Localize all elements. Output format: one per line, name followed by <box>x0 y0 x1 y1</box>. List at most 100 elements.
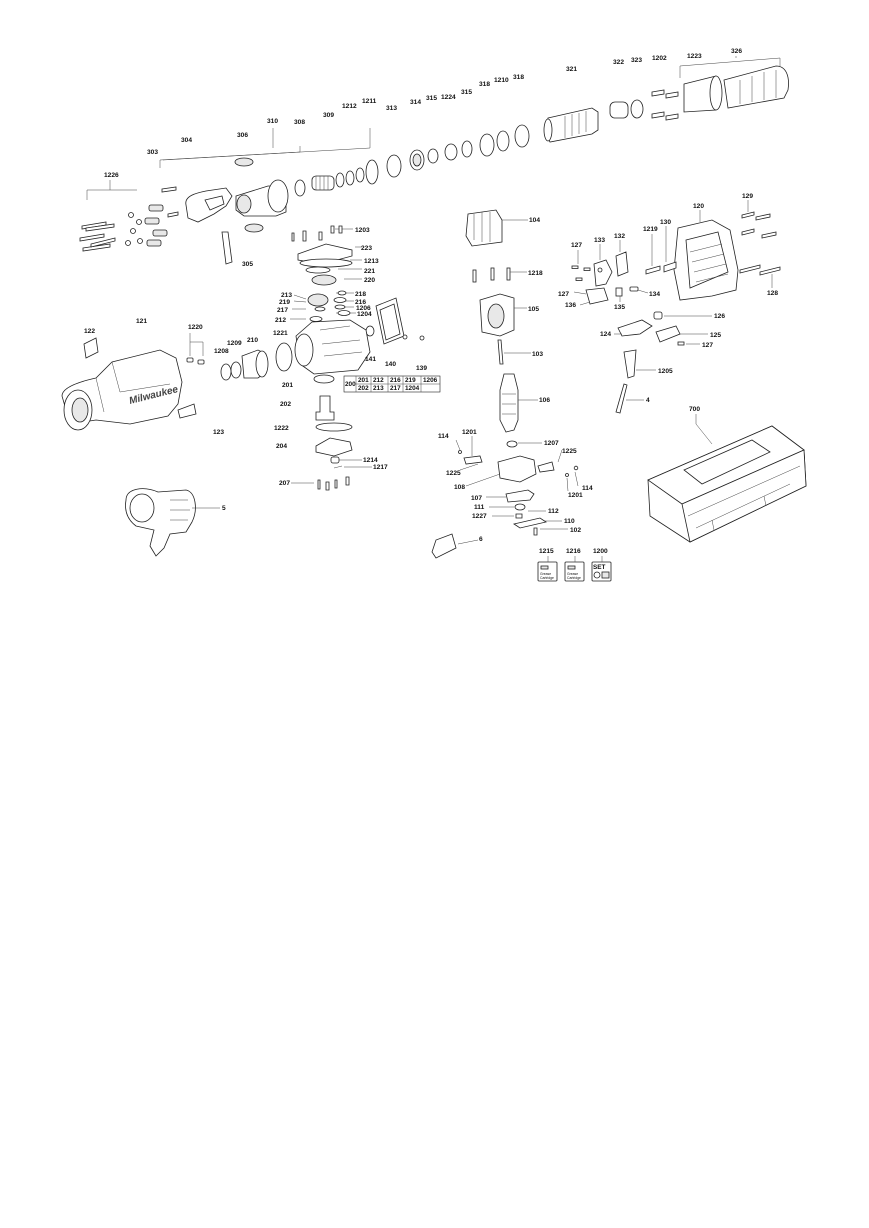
callout-313: 313 <box>386 105 397 112</box>
callout-107: 107 <box>471 495 482 502</box>
part-305 <box>221 231 233 265</box>
part-106 <box>499 373 519 433</box>
front-housing: Milwaukee <box>61 333 220 557</box>
part-1224 <box>444 143 458 161</box>
part-124 <box>617 319 653 337</box>
callout-1221: 1221 <box>273 330 288 337</box>
callout-309: 309 <box>323 112 334 119</box>
callout-323: 323 <box>631 57 642 64</box>
part-103 <box>497 339 504 365</box>
kit-cell: 1204 <box>405 385 420 392</box>
callout-104: 104 <box>529 217 540 224</box>
callout-134: 134 <box>649 291 660 298</box>
motor-assembly <box>431 209 579 559</box>
callout-202: 202 <box>280 401 291 408</box>
callout-322: 322 <box>613 59 624 66</box>
part-gear-housing <box>295 319 371 375</box>
callout-1201a: 1201 <box>462 429 477 436</box>
part-322 <box>609 101 629 119</box>
callout-114a: 114 <box>438 433 449 440</box>
callout-314: 314 <box>410 99 421 106</box>
part-6 <box>431 533 457 559</box>
callout-114b: 114 <box>582 485 593 492</box>
callout-308: 308 <box>294 119 305 126</box>
kit-cell: 212 <box>373 377 384 384</box>
part-1210 <box>496 130 510 152</box>
part-308 <box>294 179 306 197</box>
callout-120: 120 <box>693 203 704 210</box>
part-309 <box>311 175 335 191</box>
callout-1210: 1210 <box>494 77 509 84</box>
callout-141: 141 <box>365 356 376 363</box>
part-132 <box>615 251 629 277</box>
part-1207 <box>506 440 518 448</box>
kit-cell: 202 <box>358 385 369 392</box>
part-130 <box>663 261 677 273</box>
callout-318b: 318 <box>513 74 524 81</box>
part-1222 <box>315 422 353 432</box>
part-313 <box>386 154 402 178</box>
grease-label-1b: Cartridge <box>540 576 554 580</box>
part-220 <box>311 274 337 286</box>
part-204 <box>315 437 353 457</box>
callout-1209: 1209 <box>227 340 242 347</box>
part-202 <box>315 395 335 421</box>
callout-1226: 1226 <box>104 172 119 179</box>
callout-136: 136 <box>565 302 576 309</box>
grease-kits: Grease Cartridge Grease Cartridge SET <box>537 556 612 582</box>
part-315b <box>461 140 473 158</box>
callout-210: 210 <box>247 337 258 344</box>
part-125 <box>655 325 681 343</box>
callout-127a: 127 <box>571 242 582 249</box>
callout-306: 306 <box>237 132 248 139</box>
set-label: SET <box>593 564 606 571</box>
kit-cell: 201 <box>358 377 369 384</box>
part-201 <box>313 374 335 384</box>
callout-108: 108 <box>454 484 465 491</box>
kit-cell: 1206 <box>423 377 438 384</box>
callout-1222: 1222 <box>274 425 289 432</box>
part-4 <box>615 383 628 414</box>
callout-122: 122 <box>84 328 95 335</box>
callout-124: 124 <box>600 331 611 338</box>
part-108 <box>497 455 537 483</box>
callout-201: 201 <box>282 382 293 389</box>
callout-127c: 127 <box>702 342 713 349</box>
callout-321: 321 <box>566 66 577 73</box>
grease-label-1: Grease <box>540 572 551 576</box>
callout-305: 305 <box>242 261 253 268</box>
kit-cell: 213 <box>373 385 384 392</box>
callout-1227: 1227 <box>472 513 487 520</box>
callout-207: 207 <box>279 480 290 487</box>
callout-1200: 1200 <box>593 548 608 555</box>
callout-1219: 1219 <box>643 226 658 233</box>
callout-103: 103 <box>532 351 543 358</box>
part-1202a <box>651 89 665 97</box>
kit-table-200: 200 201 212 216 219 1206 202 213 217 120… <box>343 375 441 393</box>
callout-326: 326 <box>731 48 742 55</box>
part-315a <box>427 148 439 164</box>
callout-140: 140 <box>385 361 396 368</box>
callout-221: 221 <box>364 268 375 275</box>
part-306 <box>234 157 254 167</box>
carry-case-700 <box>647 414 807 543</box>
part-1205 <box>623 349 637 379</box>
callout-700: 700 <box>689 406 700 413</box>
callout-1216: 1216 <box>566 548 581 555</box>
callout-315b: 315 <box>461 89 472 96</box>
callout-110: 110 <box>564 518 575 525</box>
callout-315a: 315 <box>426 95 437 102</box>
part-321 <box>544 107 599 143</box>
callout-213: 213 <box>281 292 292 299</box>
callout-labels: 310 308 309 1212 1211 313 314 315 1224 3… <box>84 48 778 555</box>
callout-1205: 1205 <box>658 368 673 375</box>
callout-1214: 1214 <box>363 457 378 464</box>
callout-1225b: 1225 <box>446 470 461 477</box>
callout-218: 218 <box>355 291 366 298</box>
part-1213 <box>299 258 353 268</box>
callout-1204: 1204 <box>357 311 372 318</box>
callout-6: 6 <box>479 536 483 543</box>
part-223 <box>297 243 353 265</box>
callout-1206: 1206 <box>356 305 371 312</box>
